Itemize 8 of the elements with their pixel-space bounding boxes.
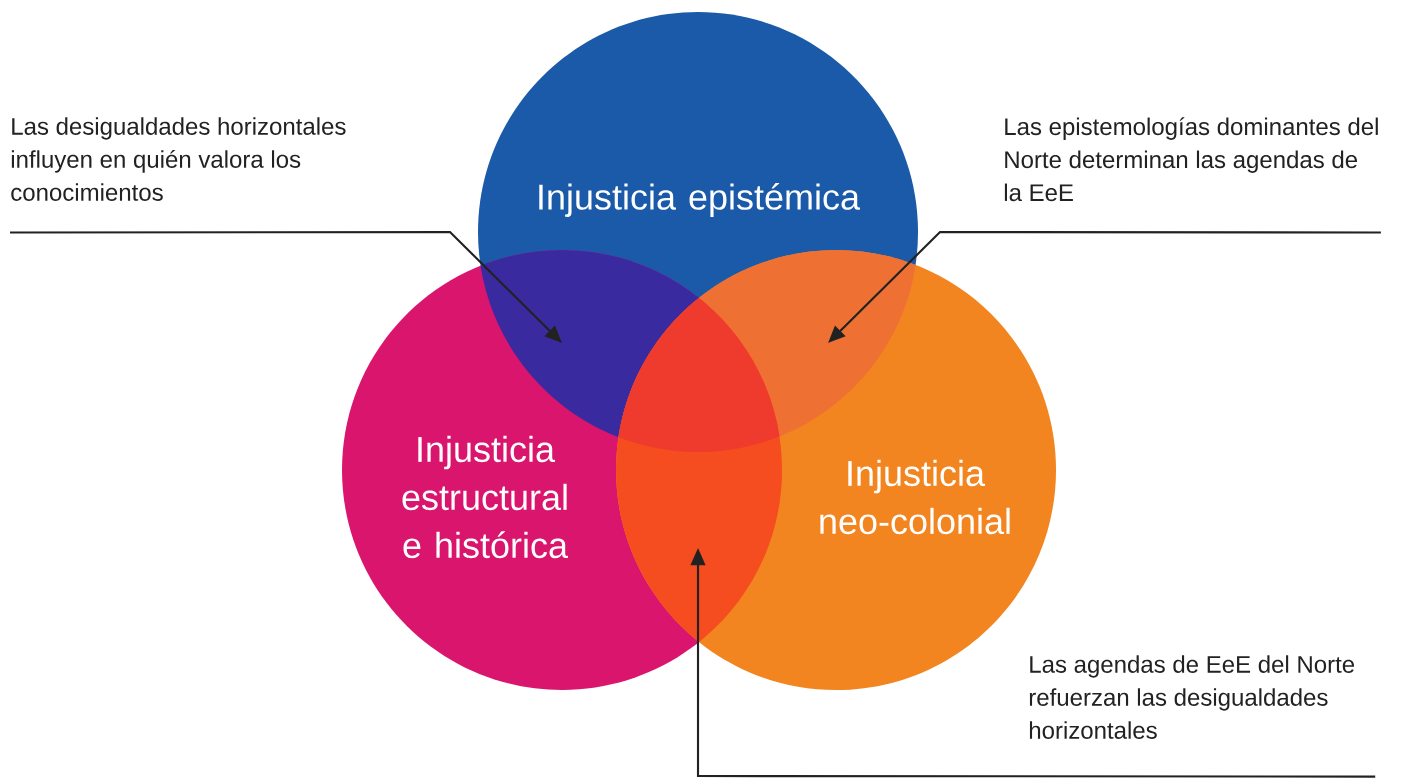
leader-arrow bbox=[828, 230, 1381, 343]
circle-label: Injusticia neo-colonial bbox=[820, 459, 1010, 535]
circle-label: Injusticia epistémica bbox=[539, 183, 861, 217]
callout-text: Las epistemologías dominantes del Norte determinan las agendas de la EeE bbox=[1004, 117, 1378, 202]
callout-text: Las desigualdades horizontales influyen en quién valora los conocimientos bbox=[11, 117, 346, 201]
circle-label: Injusticia estructural e histórica bbox=[402, 435, 568, 559]
callout-text: Las agendas de EeE del Norte refuerzan las desigualdades horizontales bbox=[1029, 655, 1355, 739]
leader-arrow bbox=[10, 230, 562, 343]
